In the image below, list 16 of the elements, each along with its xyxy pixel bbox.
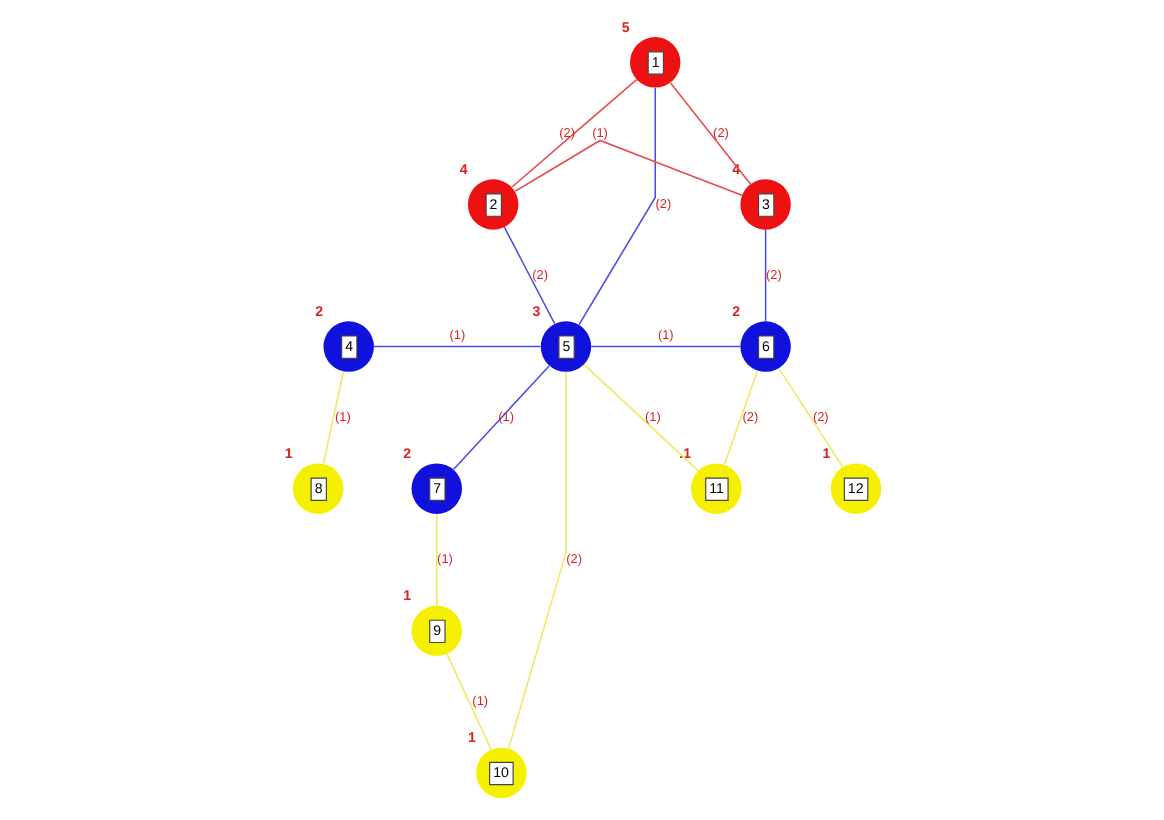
connector — [506, 371, 566, 750]
connector — [445, 653, 491, 751]
connector — [372, 345, 541, 348]
connector — [589, 345, 740, 348]
connector — [763, 229, 766, 322]
connector — [777, 367, 843, 468]
connector — [668, 82, 751, 185]
connector — [451, 365, 549, 470]
connector — [502, 226, 555, 325]
connector — [722, 369, 758, 466]
connector — [510, 78, 637, 188]
connector — [577, 87, 655, 326]
connector — [435, 513, 437, 606]
connector — [513, 139, 742, 197]
connector — [582, 363, 698, 472]
connector — [321, 370, 344, 465]
